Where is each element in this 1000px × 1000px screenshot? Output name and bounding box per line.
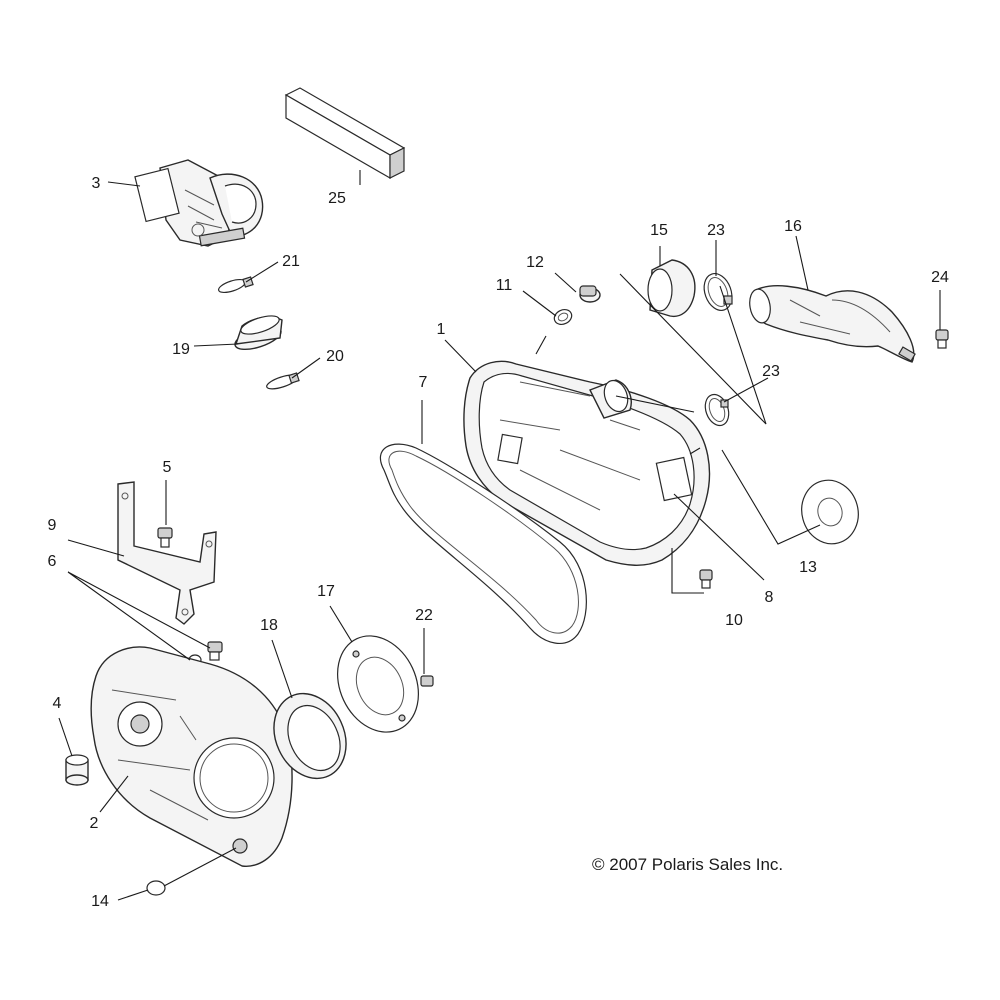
part-4-spacer	[65, 754, 89, 786]
callout-1: 1	[437, 321, 446, 338]
callout-12: 12	[526, 254, 544, 271]
part-1-clutch-cover-outer	[463, 360, 711, 566]
callout-7: 7	[419, 374, 428, 391]
part-11-o-ring	[553, 309, 573, 325]
part-16-outlet-duct	[749, 285, 916, 363]
part-21-clamp	[217, 276, 254, 294]
copyright-notice: © 2007 Polaris Sales Inc.	[592, 855, 783, 874]
callout-16: 16	[784, 218, 802, 235]
part-14-plug	[146, 880, 166, 896]
part-7-drive-belt	[379, 443, 587, 644]
callout-20: 20	[326, 348, 344, 365]
callout-17: 17	[317, 583, 335, 600]
callout-4: 4	[53, 695, 62, 712]
part-25-foam-block	[284, 87, 406, 180]
part-22-bolt	[420, 675, 434, 687]
callout-9: 9	[48, 517, 57, 534]
callout-22: 22	[415, 607, 433, 624]
callout-25: 25	[328, 190, 346, 207]
part-15-duct-sleeve	[647, 259, 696, 318]
callout-18: 18	[260, 617, 278, 634]
callout-2: 2	[90, 815, 99, 832]
callout-10: 10	[725, 612, 743, 629]
part-19-coupler	[234, 315, 283, 351]
callout-labels: 25 3 21 19 20 11 12 1 15 23 16 24 23 7 1…	[48, 175, 949, 910]
callout-15: 15	[650, 222, 668, 239]
callout-8: 8	[765, 589, 774, 606]
part-13-seal-disc	[801, 479, 859, 545]
callout-24: 24	[931, 269, 949, 286]
part-17-inspection-plate	[336, 635, 420, 733]
part-10-screw	[699, 569, 713, 589]
callout-14: 14	[91, 893, 109, 910]
part-3-intake-housing	[134, 159, 264, 247]
part-2-clutch-cover-inner	[90, 646, 293, 867]
part-5-bolt	[157, 527, 173, 548]
part-12-plug	[579, 285, 601, 303]
part-20-clamp	[266, 372, 300, 390]
callout-13: 13	[799, 559, 817, 576]
callout-3: 3	[92, 175, 101, 192]
callout-6: 6	[48, 553, 57, 570]
callout-23-lower: 23	[762, 363, 780, 380]
callout-21: 21	[282, 253, 300, 270]
part-23-hose-clamp-lower	[704, 393, 730, 427]
part-6-washer-bolt	[188, 641, 223, 666]
callout-11: 11	[496, 277, 513, 294]
leader-lines	[58, 170, 941, 901]
part-18-seal-ring	[273, 692, 347, 780]
callout-5: 5	[163, 459, 172, 476]
part-9-bracket	[117, 481, 217, 625]
part-24-bolt	[935, 329, 949, 349]
callout-23-upper: 23	[707, 222, 725, 239]
part-23-hose-clamp-upper	[703, 273, 733, 311]
callout-19: 19	[172, 341, 190, 358]
